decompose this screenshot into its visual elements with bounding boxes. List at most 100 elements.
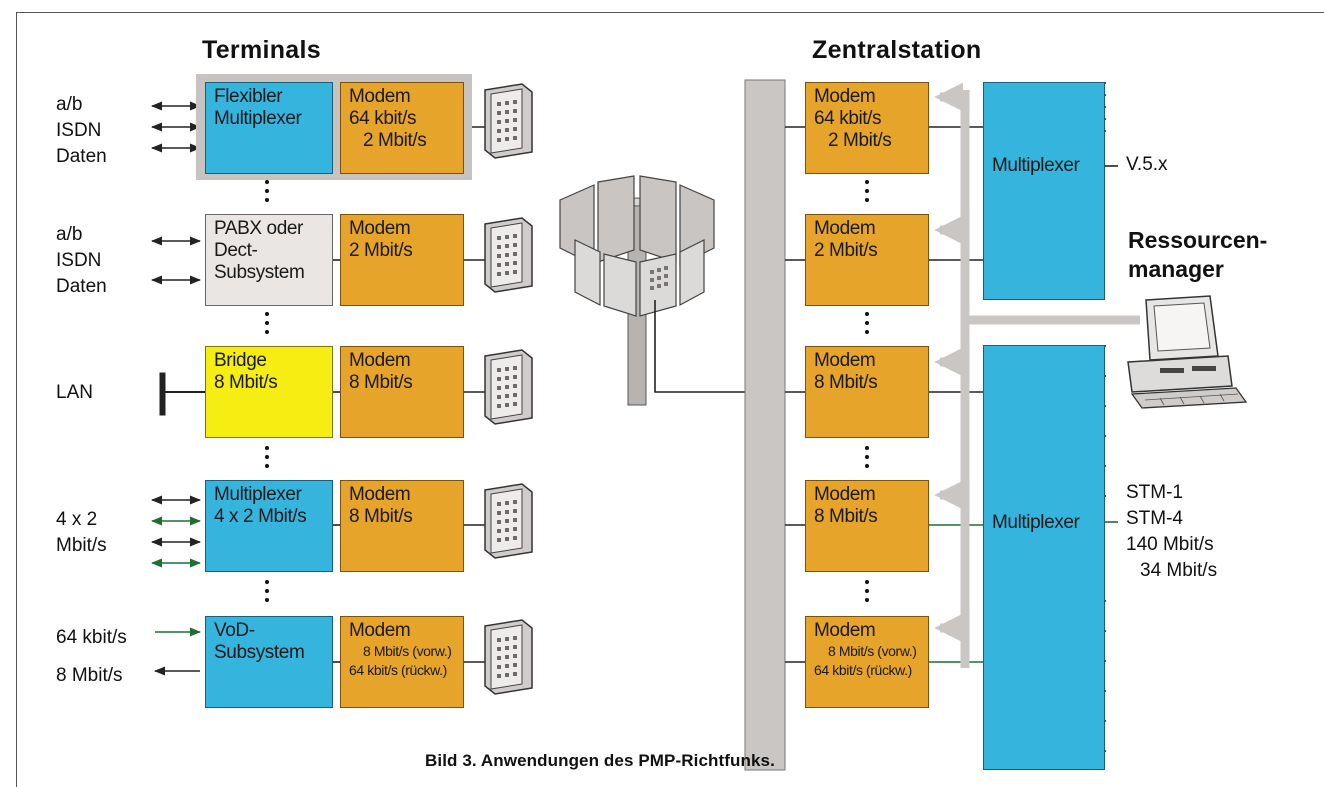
- continuation-dots: [263, 580, 271, 607]
- central-modem-1: Modem 64 kbit/s 2 Mbit/s: [805, 82, 929, 174]
- continuation-dots: [863, 312, 871, 339]
- resource-manager-label-line: manager: [1128, 256, 1224, 282]
- device-label: VoD-: [214, 620, 255, 641]
- input-label: Daten: [56, 146, 107, 167]
- output-label: STM-4: [1126, 508, 1183, 529]
- antenna-icon: [484, 483, 533, 559]
- modem-label: Modem: [349, 86, 411, 107]
- terminal-1-modem: Modem 64 kbit/s 2 Mbit/s: [340, 82, 464, 174]
- antenna-bus: [744, 79, 786, 771]
- input-label: 4 x 2: [56, 509, 98, 530]
- terminal-3-inputs: LAN: [56, 380, 93, 406]
- central-modem-3: Modem 8 Mbit/s: [805, 346, 929, 438]
- modem-multiplexer-links: [929, 126, 983, 663]
- antenna-icon: [484, 83, 533, 159]
- figure-frame: [16, 12, 1324, 787]
- bus-modem-links: [785, 126, 805, 663]
- modem-antenna-links: [464, 126, 485, 663]
- modem-label: 8 Mbit/s (vorw.): [828, 643, 917, 659]
- central-modem-4: Modem 8 Mbit/s: [805, 480, 929, 572]
- central-station-heading: Zentralstation: [812, 36, 982, 64]
- input-label: LAN: [56, 382, 93, 403]
- lan-connector-icon: [159, 372, 205, 416]
- continuation-dots: [263, 312, 271, 339]
- modem-label: 64 kbit/s: [814, 108, 882, 129]
- resource-manager-label-line: Ressourcen-: [1128, 227, 1268, 253]
- input-label: a/b: [56, 224, 83, 245]
- modem-label: Modem: [349, 484, 411, 505]
- modem-label: Modem: [349, 218, 411, 239]
- base-station-antenna-icon: [559, 175, 745, 406]
- terminal-2-modem: Modem 2 Mbit/s: [340, 214, 464, 306]
- terminal-4-modem: Modem 8 Mbit/s: [340, 480, 464, 572]
- modem-label: Modem: [814, 484, 876, 505]
- input-label: a/b: [56, 94, 83, 115]
- figure-caption: Bild 3. Anwendungen des PMP-Richtfunks.: [425, 751, 775, 770]
- device-label: Subsystem: [214, 262, 305, 283]
- terminal-3-modem: Modem 8 Mbit/s: [340, 346, 464, 438]
- modem-label: Modem: [814, 218, 876, 239]
- antenna-icon: [484, 619, 533, 695]
- modem-label: 2 Mbit/s: [814, 240, 878, 261]
- central-modem-2: Modem 2 Mbit/s: [805, 214, 929, 306]
- terminals-heading: Terminals: [202, 36, 321, 64]
- modem-label: Modem: [814, 350, 876, 371]
- output-label: 34 Mbit/s: [1140, 560, 1218, 581]
- input-label: Mbit/s: [56, 535, 107, 556]
- device-label: 4 x 2 Mbit/s: [214, 506, 307, 527]
- modem-label: 8 Mbit/s: [814, 372, 878, 393]
- modem-label: 64 kbit/s (rückw.): [814, 662, 912, 678]
- pabx-dect-subsystem-box: PABX oder Dect- Subsystem: [205, 214, 333, 306]
- continuation-dots: [263, 446, 271, 473]
- input-label: 8 Mbit/s: [56, 665, 123, 686]
- modem-label: 8 Mbit/s: [349, 506, 413, 527]
- modem-label: 2 Mbit/s: [828, 130, 892, 151]
- modem-label: 2 Mbit/s: [363, 130, 427, 151]
- device-label: Multiplexer: [214, 484, 302, 505]
- multiplexer-label: Multiplexer: [992, 155, 1080, 176]
- output-label: 140 Mbit/s: [1126, 534, 1214, 555]
- lower-output-labels: STM-1 STM-4 140 Mbit/s 34 Mbit/s: [1126, 480, 1217, 584]
- terminal-5-inputs: 64 kbit/s 8 Mbit/s: [56, 619, 127, 695]
- computer-terminal-icon: [1127, 295, 1248, 409]
- multiplexer-4x2-box: Multiplexer 4 x 2 Mbit/s: [205, 480, 333, 572]
- modem-label: 8 Mbit/s: [349, 372, 413, 393]
- device-label: 8 Mbit/s: [214, 372, 278, 393]
- modem-label: Modem: [349, 620, 411, 641]
- multiplexer-label: Multiplexer: [992, 512, 1080, 533]
- input-label: ISDN: [56, 120, 102, 141]
- continuation-dots: [863, 180, 871, 207]
- device-modem-links: [333, 126, 340, 663]
- device-label: Dect-: [214, 240, 258, 261]
- terminal-2-inputs: a/b ISDN Daten: [56, 222, 107, 300]
- modem-label: Modem: [349, 350, 411, 371]
- modem-label: 64 kbit/s: [349, 108, 417, 129]
- device-label: Subsystem: [214, 642, 305, 663]
- device-label: Multiplexer: [214, 108, 302, 129]
- continuation-dots: [263, 180, 271, 207]
- input-arrows: [150, 101, 202, 676]
- modem-label: Modem: [814, 86, 876, 107]
- device-label: PABX oder: [214, 218, 303, 239]
- input-label: ISDN: [56, 250, 102, 271]
- modem-label: 8 Mbit/s: [814, 506, 878, 527]
- resource-manager-control-lines: [934, 82, 1140, 668]
- vod-subsystem-box: VoD- Subsystem: [205, 616, 333, 708]
- input-label: 64 kbit/s: [56, 627, 127, 648]
- multiplexer-outputs: [1104, 82, 1118, 770]
- terminal-antennas: [484, 83, 533, 695]
- bridge-box: Bridge 8 Mbit/s: [205, 346, 333, 438]
- terminal-1-inputs: a/b ISDN Daten: [56, 92, 107, 170]
- central-multiplexer-upper: Multiplexer: [983, 82, 1105, 300]
- modem-label: 2 Mbit/s: [349, 240, 413, 261]
- device-label: Bridge: [214, 350, 267, 371]
- v5x-output-label: V.5.x: [1126, 154, 1168, 175]
- continuation-dots: [863, 446, 871, 473]
- terminal-5-modem: Modem 8 Mbit/s (vorw.) 64 kbit/s (rückw.…: [340, 616, 464, 708]
- resource-manager-label: Ressourcen- manager: [1128, 226, 1267, 284]
- modem-label: 64 kbit/s (rückw.): [349, 662, 447, 678]
- modem-label: 8 Mbit/s (vorw.): [363, 643, 452, 659]
- antenna-icon: [484, 217, 533, 293]
- modem-label: Modem: [814, 620, 876, 641]
